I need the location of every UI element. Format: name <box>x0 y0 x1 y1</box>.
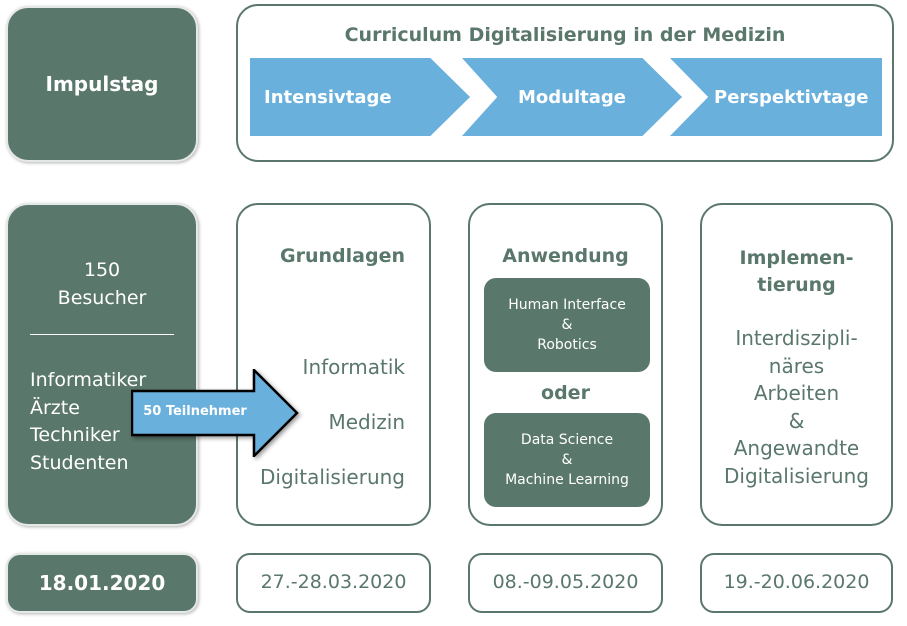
grundlagen-item: Digitalisierung <box>260 465 405 489</box>
anwendung-box: Anwendung Human Interface&Robotics oder … <box>468 203 663 526</box>
grundlagen-item: Medizin <box>328 410 405 434</box>
phase-modultage: Modultage <box>462 58 682 136</box>
curriculum-title: Curriculum Digitalisierung in der Medizi… <box>344 24 786 46</box>
group-item: Informatiker <box>30 369 147 391</box>
group-item: Studenten <box>30 451 129 474</box>
anwendung-title: Anwendung <box>502 245 629 267</box>
impulstag-label: Impulstag <box>45 72 159 96</box>
group-item: Techniker <box>30 424 120 446</box>
implementierung-date: 19.-20.06.2020 <box>700 553 893 613</box>
option-data-science-ml: Data Science&Machine Learning <box>484 413 650 507</box>
participants-arrow: 50 Teilnehmer <box>131 369 299 457</box>
group-item: Ärzte <box>30 396 80 419</box>
visitors-label: Besucher <box>57 287 147 309</box>
arrow-label: 50 Teilnehmer <box>143 404 247 419</box>
option-human-interface-robotics: Human Interface&Robotics <box>484 278 650 372</box>
grundlagen-title: Grundlagen <box>280 245 405 267</box>
anwendung-date: 08.-09.05.2020 <box>468 553 663 613</box>
visitors-count: 150 <box>83 259 121 281</box>
impulstag-box: Impulstag <box>6 6 198 162</box>
divider <box>30 334 174 335</box>
impulstag-date: 18.01.2020 <box>6 553 198 613</box>
grundlagen-date: 27.-28.03.2020 <box>236 553 431 613</box>
phase-intensivtage: Intensivtage <box>250 58 470 136</box>
grundlagen-item: Informatik <box>302 355 405 379</box>
visitors-box: 150 Besucher Informatiker Ärzte Technike… <box>6 203 198 526</box>
grundlagen-box: Grundlagen Informatik Medizin Digitalisi… <box>236 203 431 526</box>
or-label: oder <box>541 382 590 404</box>
implementierung-title: Implemen-tierung <box>739 247 854 296</box>
